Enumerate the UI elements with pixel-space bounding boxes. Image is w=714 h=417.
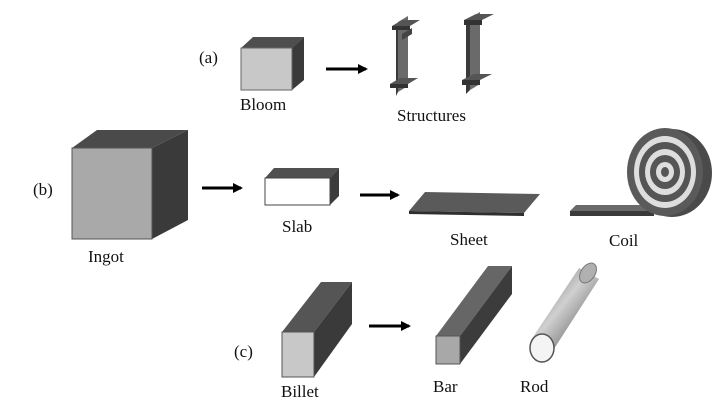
slab-block	[264, 168, 339, 206]
bloom-block	[240, 37, 304, 91]
structure-beam-2	[462, 12, 494, 94]
bar-block	[435, 266, 512, 365]
ingot-label: Ingot	[88, 247, 124, 266]
structure-beam-1	[390, 16, 420, 96]
row-c-marker: (c)	[234, 342, 253, 361]
bar-label: Bar	[433, 377, 458, 396]
sheet-plate	[409, 192, 540, 216]
slab-label: Slab	[282, 217, 313, 236]
structures-label: Structures	[397, 106, 466, 125]
ingot-block	[71, 130, 188, 240]
rod-label: Rod	[520, 377, 549, 396]
billet-label: Billet	[281, 382, 319, 401]
sheet-label: Sheet	[450, 230, 488, 249]
row-a-marker: (a)	[199, 48, 218, 67]
row-b-marker: (b)	[33, 180, 53, 199]
coil-label: Coil	[609, 231, 639, 250]
rod-cylinder	[529, 262, 599, 363]
coil-roll	[570, 128, 712, 217]
bloom-label: Bloom	[240, 95, 287, 114]
billet-block	[281, 282, 352, 378]
